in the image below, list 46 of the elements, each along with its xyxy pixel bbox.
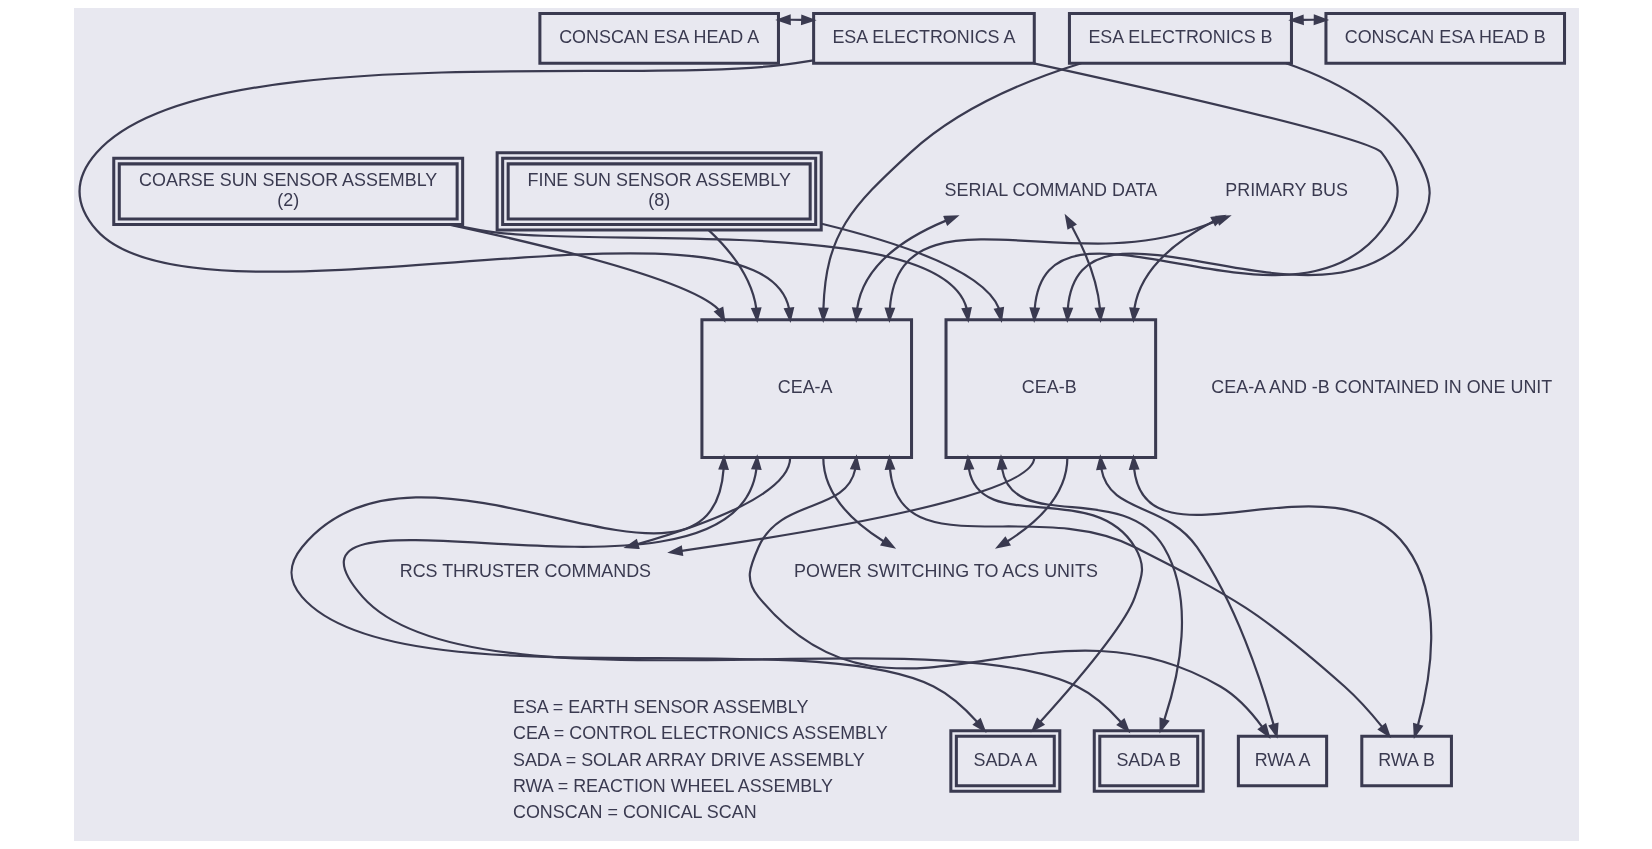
node-text: RCS THRUSTER COMMANDS xyxy=(399,560,651,581)
arrow xyxy=(821,457,896,549)
label: RWA = REACTION WHEEL ASSEMBLY xyxy=(512,775,833,796)
node-text: POWER SWITCHING TO ACS UNITS xyxy=(793,560,1098,581)
node-box: RWA B xyxy=(1359,734,1453,788)
arrow xyxy=(1128,454,1432,740)
arrow xyxy=(1287,14,1329,26)
arrow xyxy=(666,457,1035,557)
arrow xyxy=(820,222,1004,323)
arrow xyxy=(963,454,1143,733)
arrow xyxy=(996,454,1183,734)
node-box: ESA ELECTRONICS B xyxy=(1067,12,1293,65)
arrow xyxy=(817,62,1082,324)
label: SADA = SOLAR ARRAY DRIVE ASSEMBLY xyxy=(512,749,865,770)
arrow xyxy=(1028,62,1398,324)
arrow xyxy=(884,454,1391,739)
arrow xyxy=(289,454,987,733)
node-box: CEA-B xyxy=(944,318,1157,460)
arrow xyxy=(851,215,960,324)
node-text: PRIMARY BUS xyxy=(1224,180,1348,201)
arrow xyxy=(448,223,726,323)
arrow xyxy=(78,59,814,323)
arrow xyxy=(450,223,972,323)
arrow xyxy=(1128,214,1226,324)
arrow xyxy=(343,454,1130,734)
arrow xyxy=(994,457,1068,549)
node-label: CEA-A AND -B CONTAINED IN ONE UNIT xyxy=(1210,377,1552,398)
node-box: CEA-A xyxy=(699,318,913,460)
arrow xyxy=(1064,213,1105,324)
node-box: FINE SUN SENSOR ASSEMBLY (8) xyxy=(495,151,823,232)
arrow xyxy=(707,229,762,324)
node-box: COARSE SUN SENSOR ASSEMBLY (2) xyxy=(111,156,464,227)
node-box: ESA ELECTRONICS A xyxy=(811,12,1036,65)
arrow xyxy=(1095,454,1279,739)
node-box: CONSCAN ESA HEAD B xyxy=(1323,12,1566,65)
node-text: SERIAL COMMAND DATA xyxy=(944,180,1157,201)
node-box: CONSCAN ESA HEAD A xyxy=(537,12,780,65)
label: ESA = EARTH SENSOR ASSEMBLY xyxy=(512,697,808,718)
node-box: SADA A xyxy=(948,729,1061,793)
arrow xyxy=(1061,62,1431,324)
node-box: SADA B xyxy=(1092,729,1205,793)
arrow xyxy=(748,454,1271,739)
arrow xyxy=(774,14,817,26)
label: CEA = CONTROL ELECTRONICS ASSEMBLY xyxy=(512,723,888,744)
label: CONSCAN = CONICAL SCAN xyxy=(512,802,757,823)
node-box: RWA A xyxy=(1236,734,1328,788)
